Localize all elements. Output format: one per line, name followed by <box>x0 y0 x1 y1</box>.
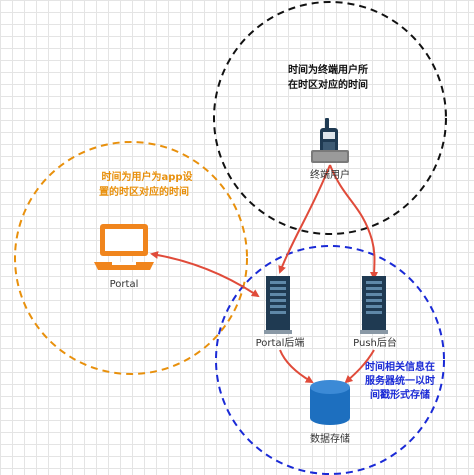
storage-label: 数据存储 <box>310 432 350 445</box>
server-zone <box>215 245 445 475</box>
user-zone-label-line2: 在时区对应的时间 <box>288 78 368 91</box>
portal-backend-label: Portal后端 <box>256 336 305 349</box>
push-backend-to-storage-arrow <box>344 349 375 384</box>
phone-icon <box>311 118 349 163</box>
server-icon <box>264 276 292 334</box>
server-zone-label-line3: 间戳形式存储 <box>370 388 430 401</box>
server-zone-label-line2: 服务器统一以时 <box>365 374 435 387</box>
app-zone-label-line2: 置的时区对应的时间 <box>99 185 189 198</box>
database-icon <box>310 380 350 425</box>
phone-node: 终端用户 <box>310 118 350 181</box>
push-backend-node: Push后台 <box>353 276 397 349</box>
portal-node: Portal <box>94 224 154 290</box>
phone-label: 终端用户 <box>310 168 350 181</box>
server-zone-label-line1: 时间相关信息在 <box>365 360 435 373</box>
portal-backend-node: Portal后端 <box>256 276 305 349</box>
portal-to-portal-backend-arrow <box>150 251 260 298</box>
portal-backend-to-storage-arrow <box>279 349 314 384</box>
storage-node: 数据存储 <box>310 380 350 445</box>
laptop-icon <box>94 224 154 270</box>
user-timezone-zone <box>213 1 447 235</box>
server-icon <box>360 276 388 334</box>
phone-to-push-arrow <box>329 164 379 280</box>
phone-to-portal-backend-arrow <box>278 164 331 274</box>
push-backend-label: Push后台 <box>353 336 397 349</box>
user-zone-label-line1: 时间为终端用户所 <box>288 63 368 76</box>
app-zone-label-line1: 时间为用户为app设 <box>101 170 192 183</box>
portal-label: Portal <box>110 279 139 290</box>
